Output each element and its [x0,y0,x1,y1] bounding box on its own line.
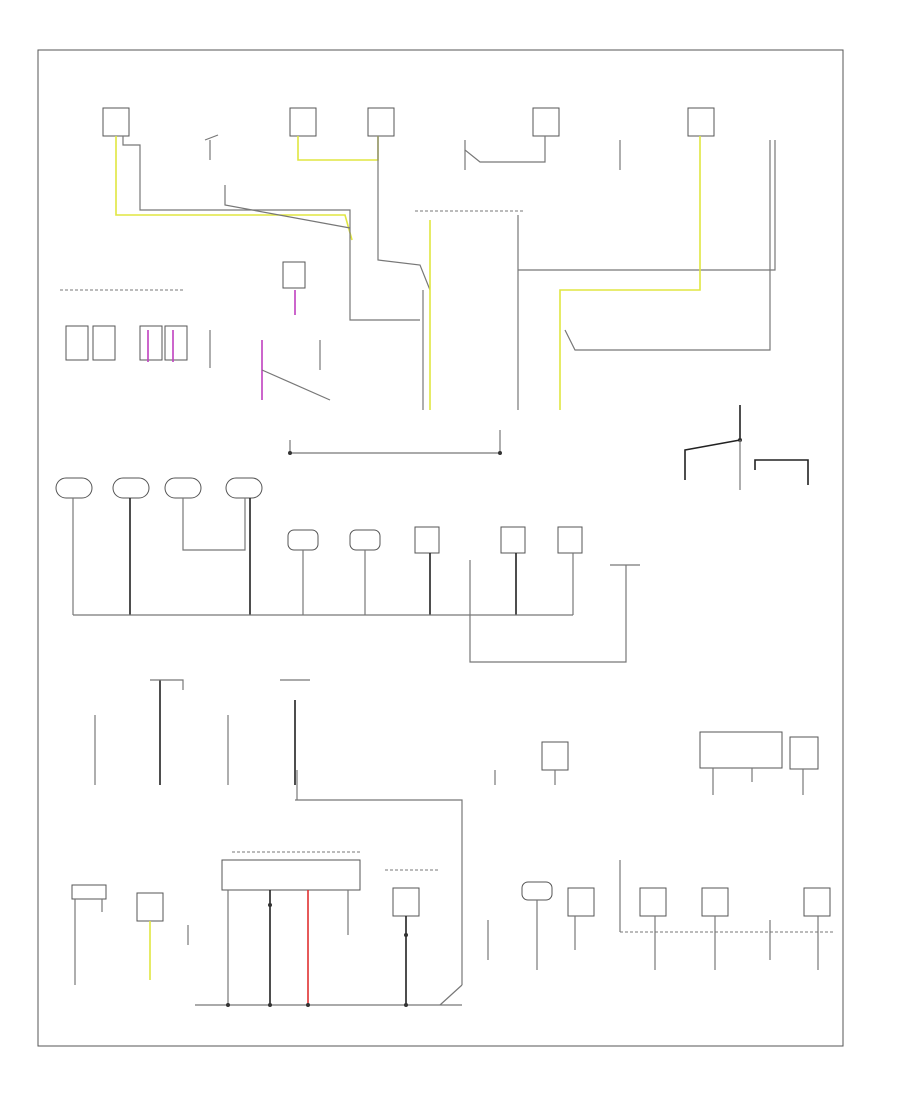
row1-wires [115,134,776,410]
component-1 [102,107,130,137]
diagram-border [37,49,844,1047]
row3-components [55,477,583,554]
component-2 [289,107,317,137]
row5-components [71,859,831,922]
right-junction [684,405,809,490]
component-5 [687,107,715,137]
component-4 [532,107,560,137]
component-6 [282,261,306,289]
row5-wires [74,851,835,1006]
row1-components [102,107,715,137]
junction-nodes [226,451,502,1007]
row3-wires [72,498,640,663]
component-3 [367,107,395,137]
ground-bus-1 [289,430,501,454]
row4-wires [94,679,463,985]
row4-right [494,731,819,795]
row2-components [65,261,331,401]
